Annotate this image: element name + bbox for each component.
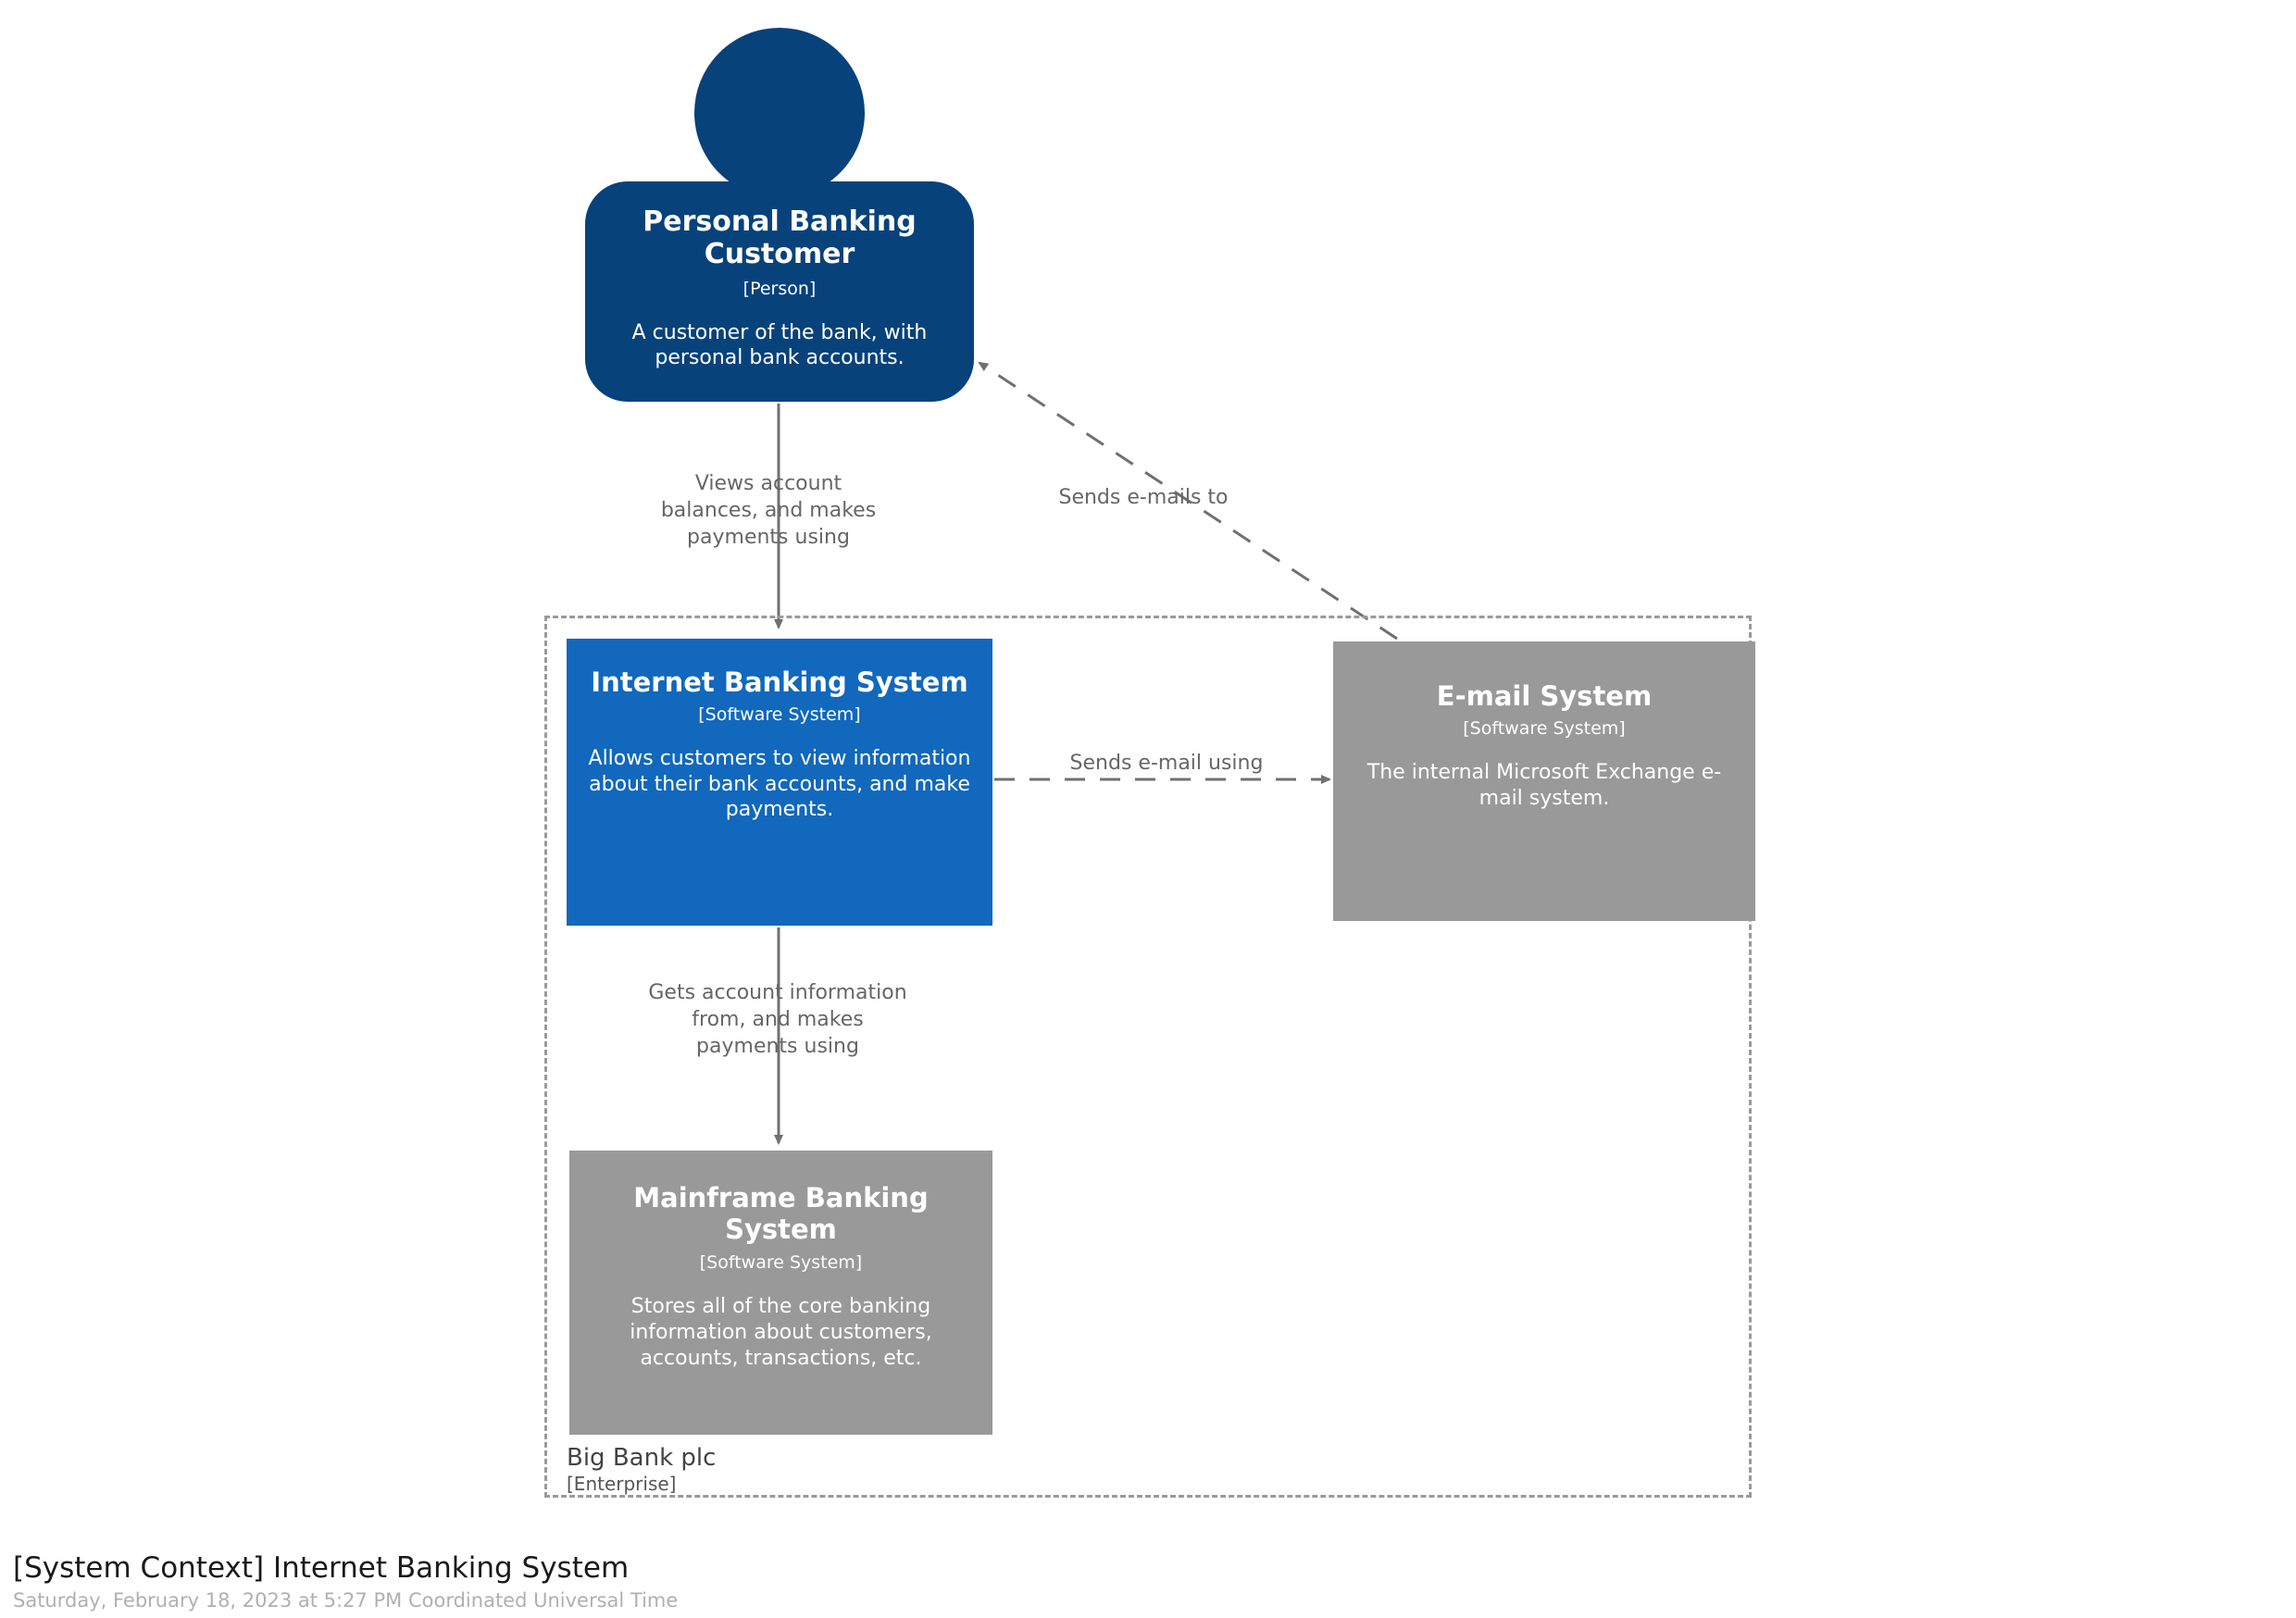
- node-personal-banking-customer[interactable]: Personal Banking Customer [Person] A cus…: [585, 28, 974, 402]
- enterprise-boundary[interactable]: [544, 616, 1752, 1498]
- node-type: [Software System]: [699, 1252, 863, 1274]
- person-body: Personal Banking Customer [Person] A cus…: [585, 181, 974, 402]
- enterprise-name: Big Bank plc: [567, 1444, 717, 1472]
- node-title: E-mail System: [1436, 680, 1653, 712]
- node-email-system[interactable]: E-mail System [Software System] The inte…: [1333, 641, 1755, 921]
- edge-label-sends-email-using: Sends e-mail using: [1069, 752, 1264, 775]
- node-description: The internal Microsoft Exchange e-mail s…: [1366, 761, 1722, 810]
- person-head-icon: [694, 28, 865, 198]
- node-type: [Software System]: [698, 704, 861, 726]
- enterprise-boundary-label: Big Bank plc [Enterprise]: [567, 1444, 955, 1496]
- node-title: Mainframe Banking System: [633, 1182, 929, 1246]
- diagram-timestamp: Saturday, February 18, 2023 at 5:27 PM C…: [13, 1588, 679, 1612]
- edge-label-views-account-balances: Views account balances, and makes paymen…: [660, 472, 877, 550]
- node-mainframe-banking-system[interactable]: Mainframe Banking System [Software Syste…: [569, 1151, 992, 1435]
- edge-label-gets-account-information: Gets account information from, and makes…: [648, 981, 907, 1059]
- node-description: Stores all of the core banking informati…: [630, 1295, 932, 1370]
- node-title: Internet Banking System: [591, 666, 968, 698]
- diagram-title: [System Context] Internet Banking System: [13, 1551, 630, 1585]
- node-internet-banking-system[interactable]: Internet Banking System [Software System…: [567, 639, 992, 926]
- node-description: A customer of the bank, with personal ba…: [631, 320, 928, 370]
- node-description: Allows customers to view information abo…: [588, 747, 971, 822]
- edge-label-sends-emails-to: Sends e-mails to: [1058, 486, 1229, 509]
- node-title: Personal Banking Customer: [643, 205, 917, 271]
- diagram-footer: [System Context] Internet Banking System…: [13, 1551, 1309, 1612]
- node-type: [Person]: [742, 278, 817, 299]
- enterprise-type: [Enterprise]: [567, 1473, 677, 1496]
- node-type: [Software System]: [1463, 718, 1626, 740]
